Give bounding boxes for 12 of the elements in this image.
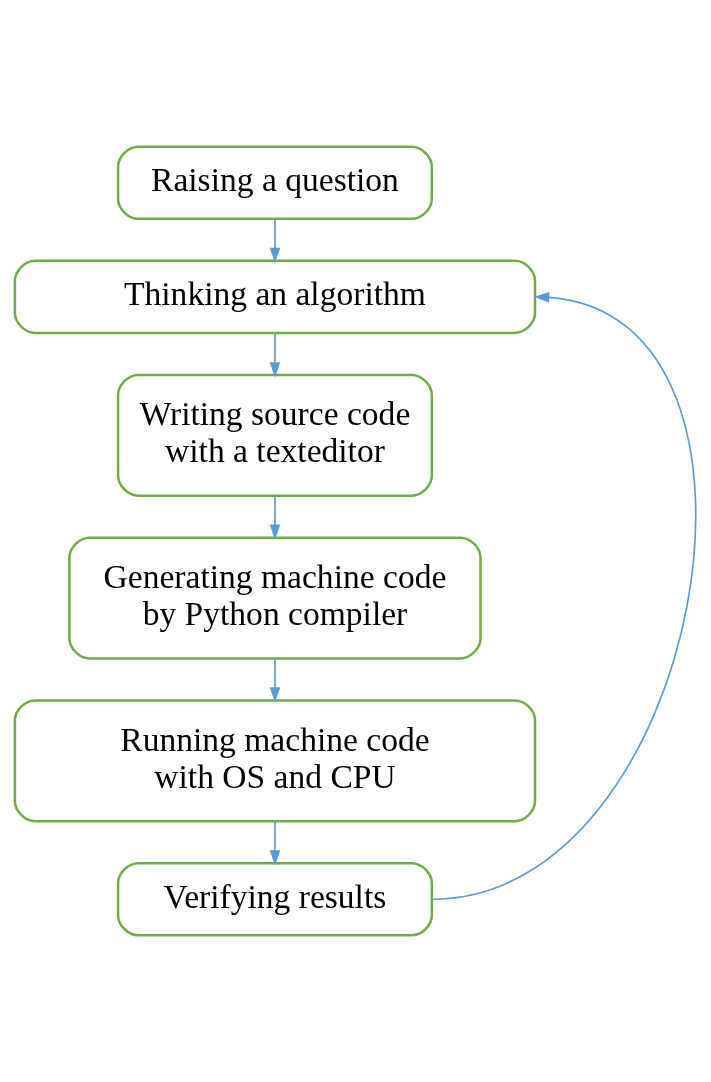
node-box: Raising a question bbox=[116, 145, 434, 221]
node-box: Writing source code with a texteditor bbox=[116, 373, 434, 497]
node-box: Generating machine code by Python compiler bbox=[68, 536, 482, 660]
arrow bbox=[269, 332, 281, 378]
arrow bbox=[269, 657, 281, 703]
node-box: Thinking an algorithm bbox=[13, 259, 537, 335]
node-box: Verifying results bbox=[116, 861, 434, 937]
arrow bbox=[431, 292, 697, 901]
arrow bbox=[269, 820, 281, 866]
arrow bbox=[269, 218, 281, 263]
node-box: Running machine code with OS and CPU bbox=[13, 699, 537, 823]
arrow bbox=[269, 495, 281, 540]
